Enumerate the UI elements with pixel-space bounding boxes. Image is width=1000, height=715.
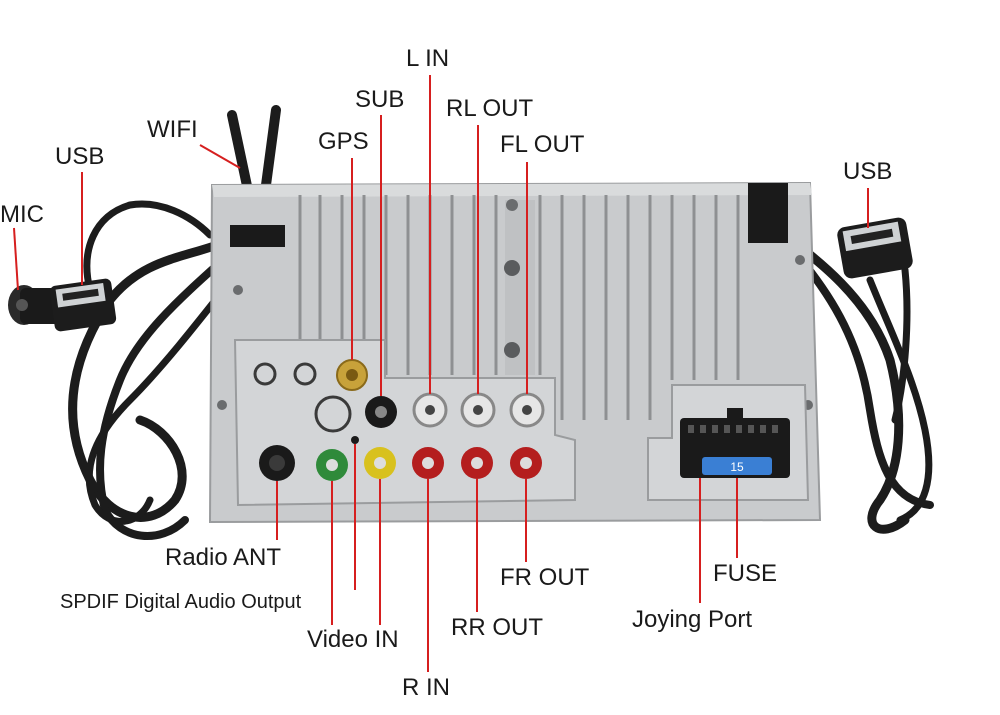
radio-ant-connector	[259, 445, 295, 481]
left-cable-grommet	[230, 225, 285, 247]
right-cable-bundle	[765, 220, 934, 534]
label-sub: SUB	[355, 86, 405, 113]
label-rl-out: RL OUT	[446, 95, 534, 122]
leader-lines	[13, 75, 869, 672]
label-radio-ant: Radio ANT	[165, 544, 282, 571]
label-usb-left: USB	[55, 143, 105, 170]
label-fl-out: FL OUT	[500, 131, 585, 158]
usb-right-plug	[837, 217, 913, 279]
label-fr-out: FR OUT	[500, 564, 590, 591]
label-gps: GPS	[318, 128, 369, 155]
label-wifi: WIFI	[147, 116, 198, 143]
label-mic: MIC	[0, 201, 44, 228]
rca-top-row	[365, 392, 545, 428]
rca-bottom-row	[316, 447, 542, 481]
aux-sockets	[253, 362, 352, 433]
fuse: 15	[702, 457, 772, 475]
right-cable-grommet	[748, 183, 788, 243]
leader-wifi	[199, 144, 241, 169]
label-r-in: R IN	[402, 674, 450, 701]
usb-left-plug	[49, 278, 117, 332]
label-l-in: L IN	[406, 45, 450, 72]
label-fuse: FUSE	[713, 560, 778, 587]
gps-connector	[336, 359, 368, 391]
label-rr-out: RR OUT	[451, 614, 543, 641]
left-cable-bundle	[68, 200, 259, 540]
label-usb-right: USB	[843, 158, 893, 185]
label-spdif: SPDIF Digital Audio Output	[60, 591, 302, 613]
leader-mic	[13, 227, 19, 291]
label-joying-port: Joying Port	[632, 606, 753, 633]
fuse-value: 15	[730, 460, 744, 474]
spdif-port	[351, 436, 359, 444]
label-video-in: Video IN	[307, 626, 399, 653]
